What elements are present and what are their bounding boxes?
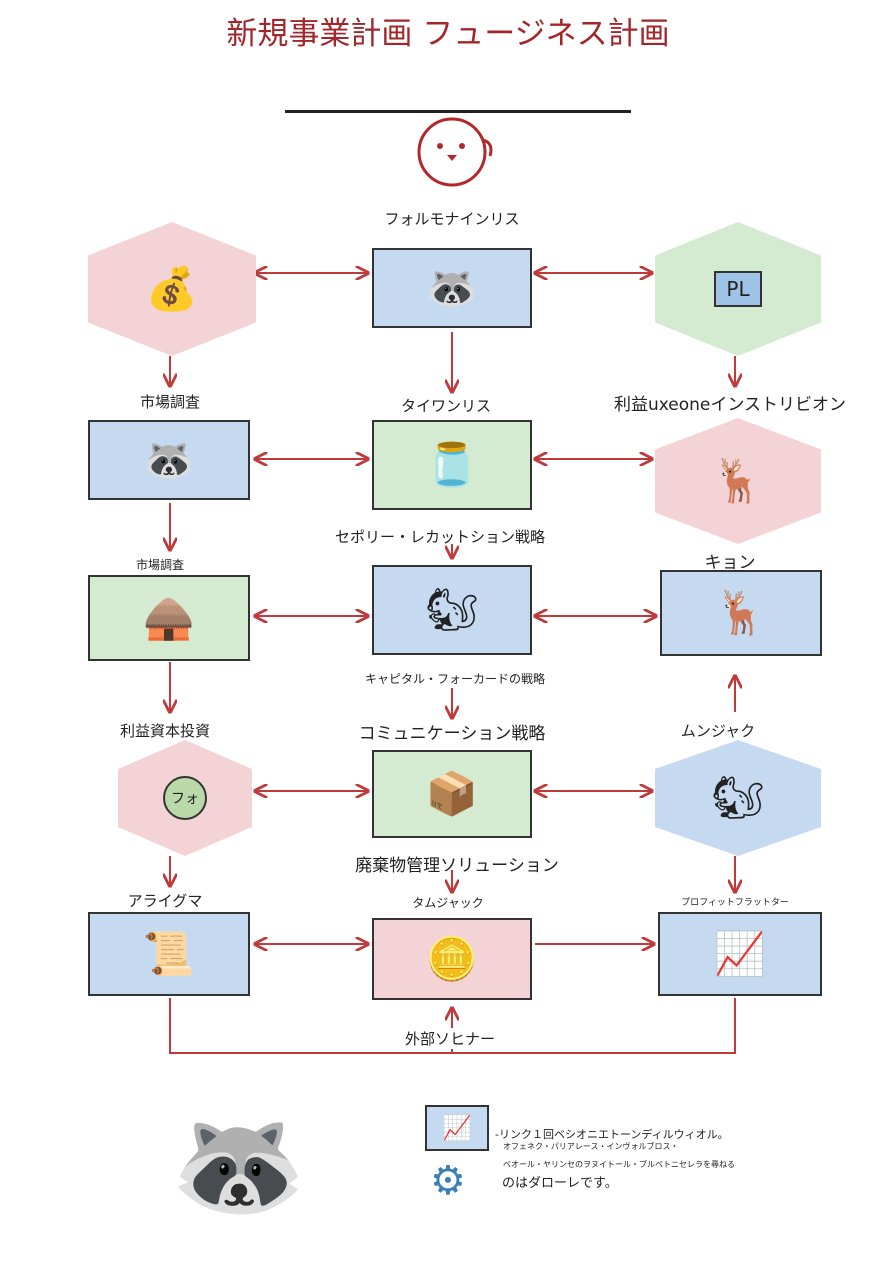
coins-icon: 💰 xyxy=(145,264,199,313)
loop-label: 外部ソヒナー xyxy=(400,1028,500,1049)
chart-icon: 📈 xyxy=(713,929,767,978)
coin-node[interactable]: 🪙 xyxy=(372,918,532,1000)
node-label: 利益資本投資 xyxy=(119,722,211,740)
node-label: フォルモナインリス xyxy=(384,210,520,228)
node-label: プロフィットフラットター xyxy=(681,898,789,908)
node-label: キャピタル・フォーカードの戦略 xyxy=(364,672,546,686)
squirrel-icon: 🐿 xyxy=(425,585,479,634)
logo-icon xyxy=(417,117,493,187)
footer-line-3: ベオール・ヤリンセのヲヌイトール・ブルベトニセレラを尋ねる xyxy=(503,1160,735,1169)
node-label: 市場調査 xyxy=(135,558,185,572)
documents-icon: 📜 xyxy=(142,929,196,978)
node-label: キョン xyxy=(704,553,756,573)
deer-icon: 🦌 xyxy=(711,456,765,505)
node-label: ムンジャク xyxy=(680,722,756,740)
pl-label: PL xyxy=(714,271,762,307)
node-label: コミュニケーション戦略 xyxy=(358,724,546,744)
deer-node[interactable]: 🦌 xyxy=(655,418,821,544)
node-label: アライグマ xyxy=(127,892,203,910)
raccoon-walking-node[interactable]: 🦝 xyxy=(88,420,250,500)
boxes-icon: 📦 xyxy=(425,769,479,818)
node-label: タムジャック xyxy=(412,896,484,910)
squirrel-icon: 🐿 xyxy=(711,773,765,822)
profit-chart-node[interactable]: 📈 xyxy=(658,912,822,996)
raccoon-icon: 🦝 xyxy=(425,263,479,312)
node-label: 利益uxeoneインストリビオン xyxy=(613,395,847,415)
title-divider xyxy=(285,110,631,113)
node-label: セポリー・レカットション戦略 xyxy=(334,528,546,546)
raccoon-illustration: 🦝 xyxy=(170,1101,307,1229)
barn-icon: 🛖 xyxy=(142,593,196,642)
squirrel-node[interactable]: 🐿 xyxy=(372,565,532,655)
coin-icon: 🪙 xyxy=(425,934,479,983)
documents-pl-node[interactable]: PL xyxy=(655,222,821,356)
communication-node[interactable]: 📦 xyxy=(372,750,532,838)
raccoon-icon: 🦝 xyxy=(142,435,196,484)
raccoon-node[interactable]: 🦝 xyxy=(372,248,532,328)
jars-node[interactable]: 🫙 xyxy=(372,420,532,510)
documents-node[interactable]: 📜 xyxy=(88,912,250,996)
jars-icon: 🫙 xyxy=(425,440,479,489)
page-title: 新規事業計画 フュージネス計画 xyxy=(226,16,670,52)
growth-chart-icon: 📈 xyxy=(425,1105,489,1151)
gear-icon: ⚙ xyxy=(430,1158,466,1204)
footer-line-2: オフェネク・パリアレース・インヴォルブロス・ xyxy=(503,1142,679,1151)
sphere-label: フォ xyxy=(163,776,207,820)
deer-icon: 🦌 xyxy=(714,588,768,637)
muntjac-node[interactable]: 🦌 xyxy=(660,570,822,656)
node-label: 廃棄物管理ソリューション xyxy=(355,856,559,876)
node-label: 市場調査 xyxy=(139,393,201,411)
node-label: タイワンリス xyxy=(400,397,492,415)
footer-line-4: のはダローレです。 xyxy=(502,1176,618,1191)
barn-node[interactable]: 🛖 xyxy=(88,575,250,661)
footer-line-1: -リンク１回ベシオニエトーンディルウィオル。 xyxy=(495,1128,729,1141)
